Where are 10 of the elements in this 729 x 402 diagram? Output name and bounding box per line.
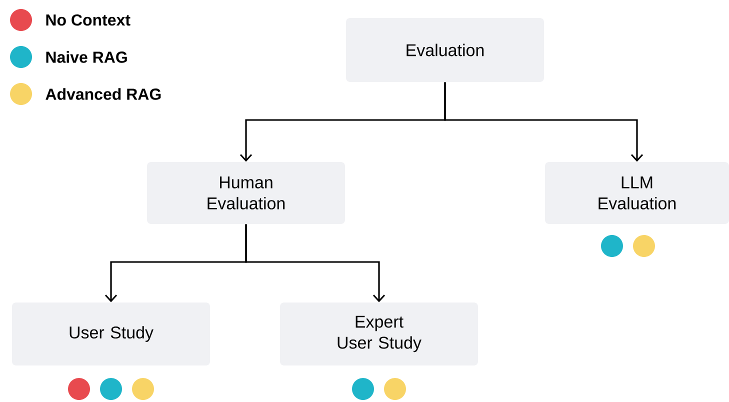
- process-box: Expert User Study: [280, 302, 478, 366]
- process-box: User Study: [12, 302, 210, 366]
- arrow: [444, 82, 644, 162]
- process-box: Human Evaluation: [147, 162, 345, 224]
- process-box: Evaluation: [346, 18, 544, 82]
- legend-label: No Context: [46, 14, 130, 26]
- arrow: [245, 224, 386, 302]
- legend-label: Advanced RAG: [46, 88, 161, 100]
- legend-label: Naive RAG: [46, 51, 127, 63]
- process-box: LLM Evaluation: [545, 162, 729, 224]
